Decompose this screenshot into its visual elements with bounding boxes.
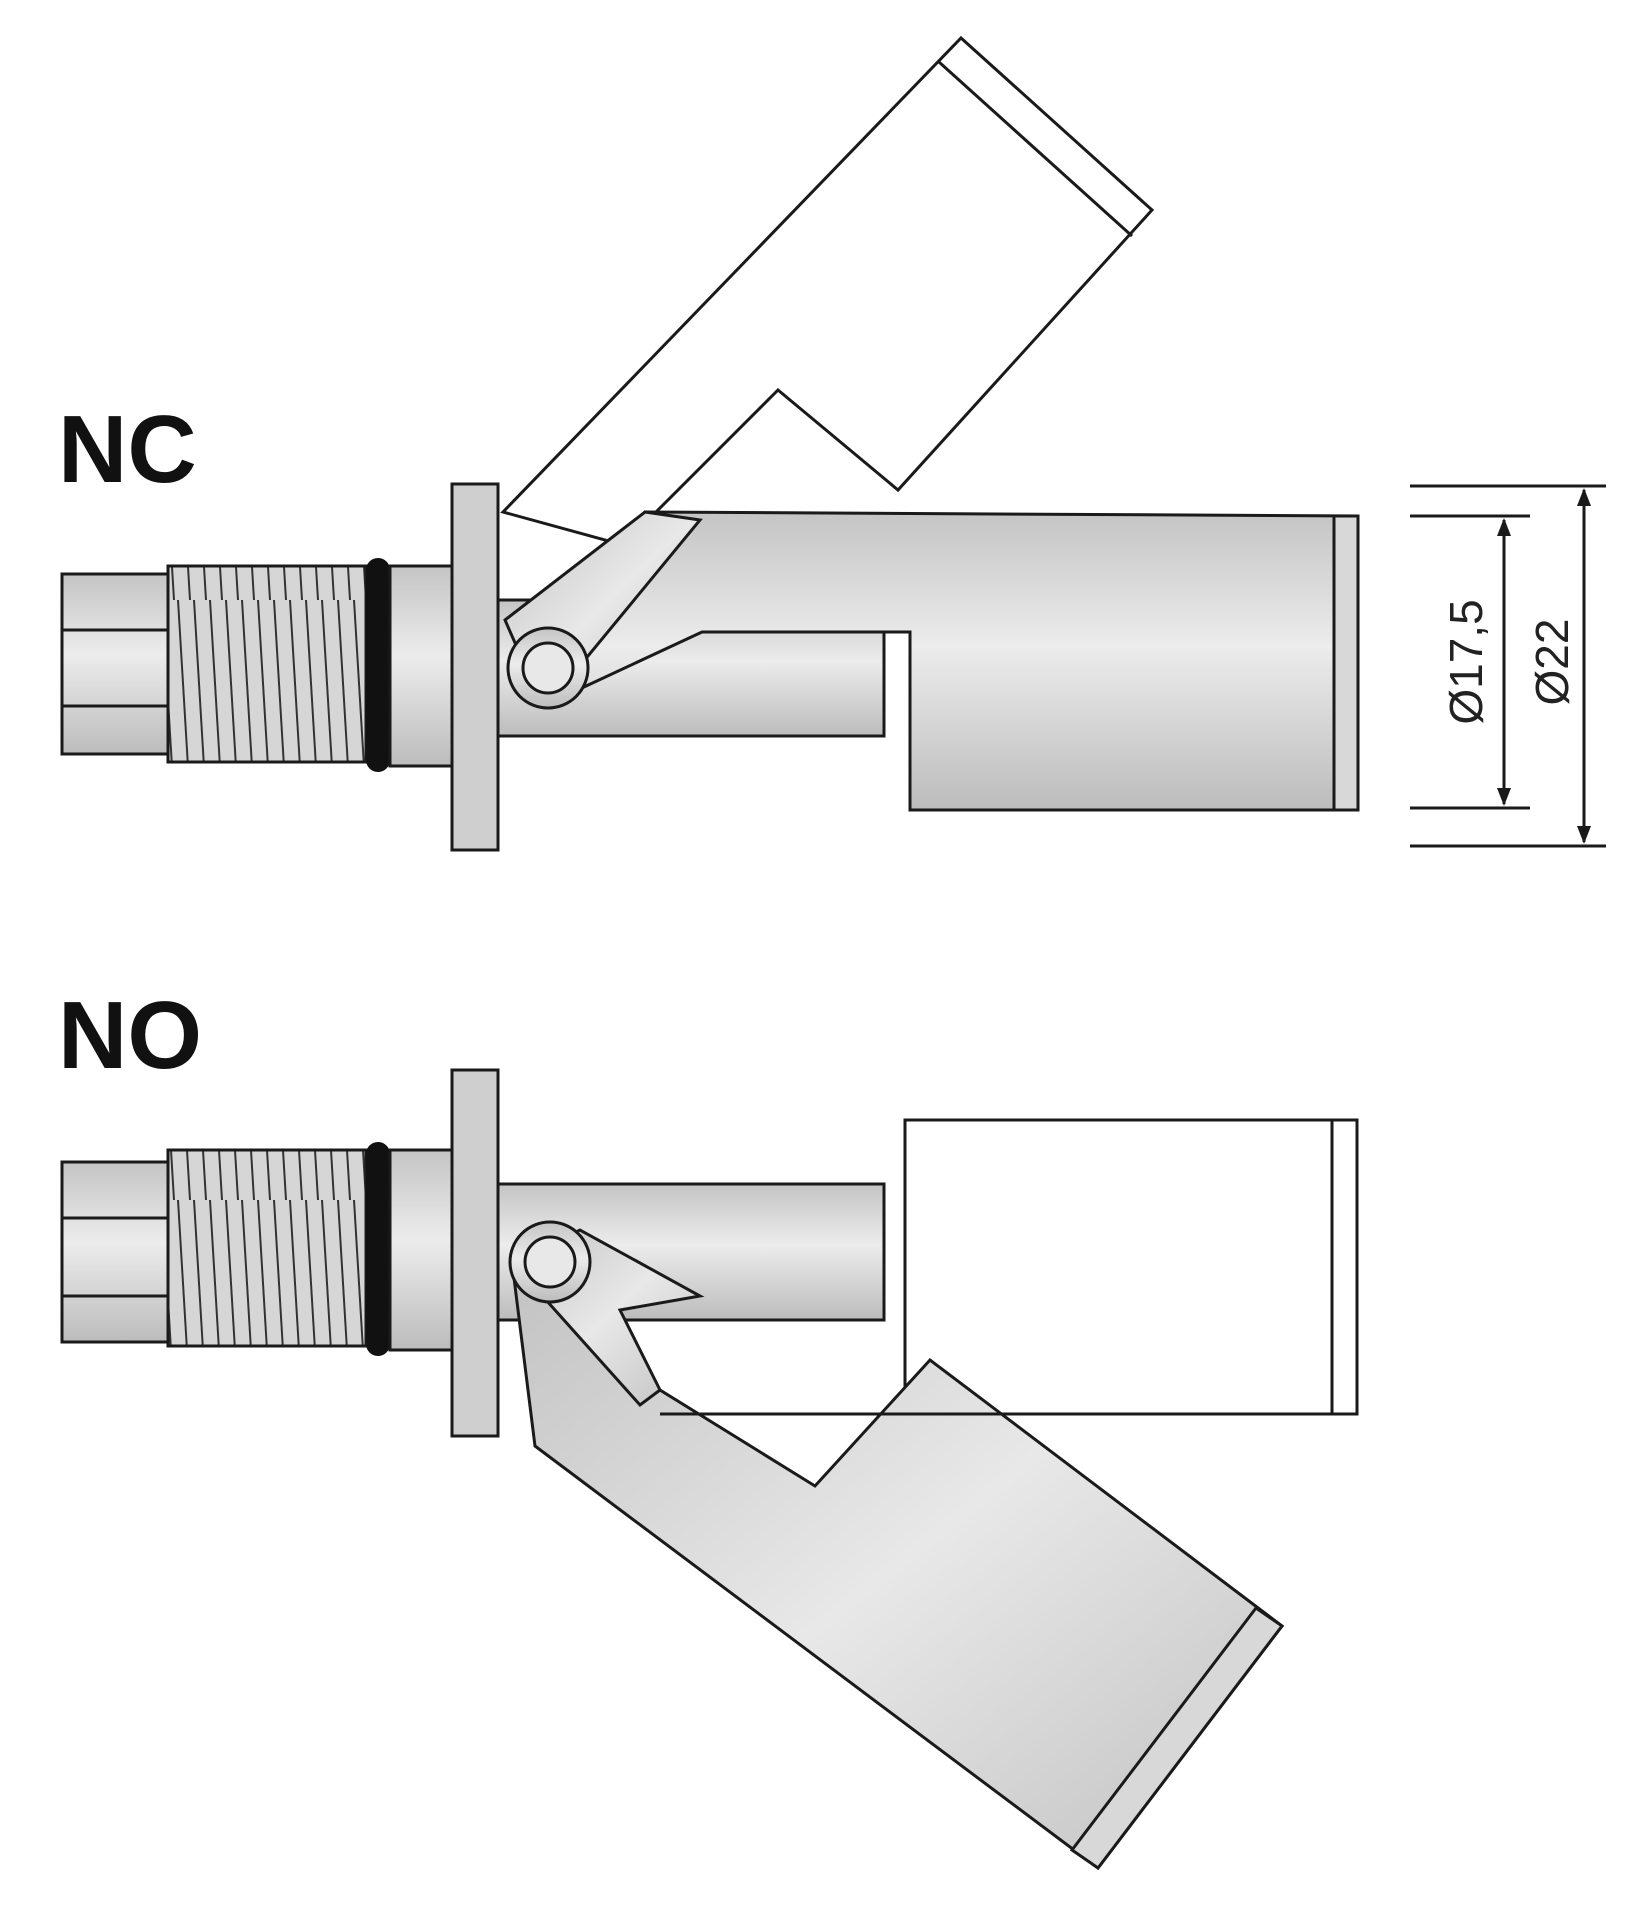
nc-flange [450,482,500,852]
no-o-ring [366,1142,390,1356]
no-hex-nut [60,1160,170,1344]
no-flange [450,1068,500,1438]
nc-float-ghost [500,35,1155,547]
no-float-ghost [903,1118,1359,1416]
no-thread [166,1148,368,1348]
nc-label: NC [58,396,197,503]
outer-diameter-label: Ø22 [1526,619,1578,706]
no-float-body [510,1258,1285,1871]
nc-float-ghost-cap [937,60,1134,238]
no-float-cap [1069,1605,1285,1871]
nc-o-ring [366,558,390,772]
nc-assembly: NC [58,35,1606,852]
nc-shank [388,564,454,768]
inner-diameter-label: Ø17,5 [1440,599,1492,724]
nc-thread [166,564,368,764]
nc-hinge-pin [521,641,575,695]
no-label: NO [58,982,202,1089]
no-hinge-pin [523,1235,577,1289]
nc-hex-nut [60,572,170,756]
nc-dimensions: Ø17,5 Ø22 [1410,484,1606,848]
no-shank [388,1148,454,1352]
no-assembly: NO [58,982,1359,1871]
